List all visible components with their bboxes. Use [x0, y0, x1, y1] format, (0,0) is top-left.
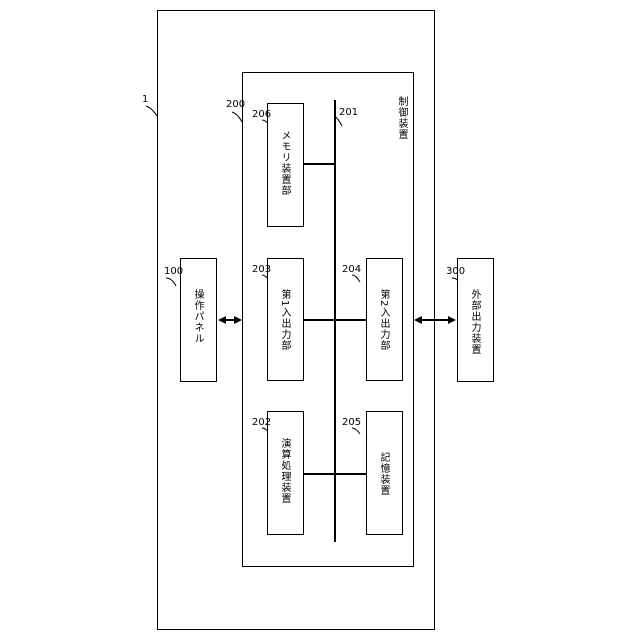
memory-label: メモリ装置部	[279, 130, 289, 196]
ref-control-device: 200	[226, 100, 245, 110]
leader-control-device	[232, 112, 242, 122]
io1-label: 第1入出力部	[279, 289, 289, 351]
ref-device: 1	[142, 95, 148, 105]
ref-memory: 206	[252, 110, 271, 120]
ref-operation-panel: 100	[164, 267, 183, 277]
ref-storage: 205	[342, 418, 361, 428]
arrow-panel-control	[218, 316, 242, 324]
storage-label: 記憶装置	[378, 452, 388, 496]
leader-operation-panel	[166, 278, 176, 286]
connector-storage	[335, 473, 366, 475]
bus-line	[334, 100, 336, 542]
leader-io2	[352, 275, 360, 282]
arrow-control-external	[414, 316, 456, 324]
leader-device	[146, 106, 157, 116]
ref-io2: 204	[342, 265, 361, 275]
external-output-label: 外部出力装置	[469, 289, 479, 355]
connector-io1-io2	[303, 319, 366, 321]
leader-storage	[352, 428, 360, 434]
connector-memory	[303, 163, 335, 165]
operation-panel-label: 操作パネル	[192, 289, 202, 344]
connector-arithmetic	[303, 473, 335, 475]
io2-label: 第2入出力部	[378, 289, 388, 351]
ref-arithmetic: 202	[252, 418, 271, 428]
arithmetic-label: 演算処理装置	[279, 438, 289, 504]
ref-external-output: 300	[446, 267, 465, 277]
ref-io1: 203	[252, 265, 271, 275]
control-device-label: 制御装置	[396, 96, 406, 140]
ref-bus: 201	[339, 108, 358, 118]
